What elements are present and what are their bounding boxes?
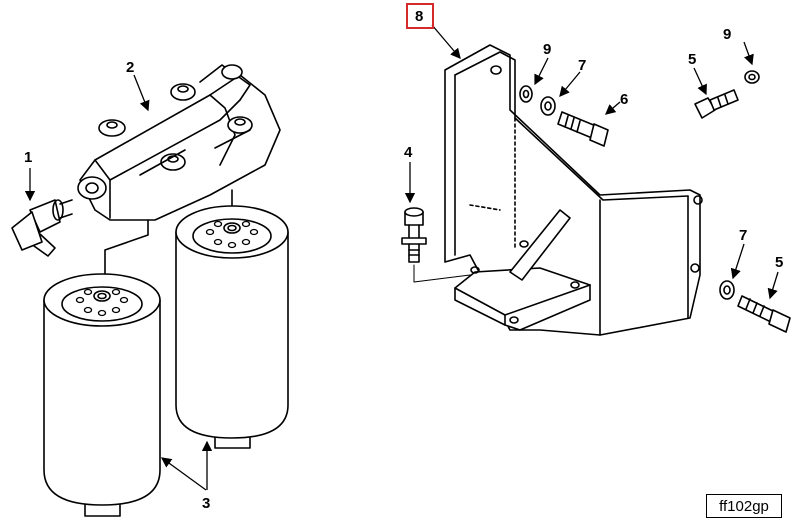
figure-reference-label: ff102gp xyxy=(706,494,782,518)
callout-2: 2 xyxy=(126,59,134,76)
callout-5-right: 5 xyxy=(775,254,783,271)
callout-7-right: 7 xyxy=(739,227,747,244)
bolt-6 xyxy=(557,111,609,147)
elbow-fitting xyxy=(11,199,73,257)
washer-7-top xyxy=(540,96,556,116)
callout-9-right: 9 xyxy=(723,26,731,43)
callout-3: 3 xyxy=(202,495,210,512)
filter-head xyxy=(77,64,281,276)
filter-canister-left xyxy=(43,273,161,517)
washer-7-right xyxy=(719,280,735,300)
leader-lines xyxy=(24,24,779,491)
callout-7-top: 7 xyxy=(578,57,586,74)
callout-1: 1 xyxy=(24,149,32,166)
callout-9-top: 9 xyxy=(543,41,551,58)
callout-4: 4 xyxy=(404,144,413,161)
mounting-bracket xyxy=(444,44,703,336)
filter-canister-right xyxy=(175,205,289,449)
callout-5-top: 5 xyxy=(688,51,696,68)
washer-9-top xyxy=(519,85,533,103)
callout-6: 6 xyxy=(620,91,628,108)
bolt-5-right xyxy=(737,295,791,333)
callout-8: 8 xyxy=(415,8,423,25)
bolt-vertical xyxy=(401,207,471,283)
washer-9-right xyxy=(744,70,760,84)
callout-8-highlight-box xyxy=(406,3,434,29)
bolt-5-top xyxy=(694,89,739,119)
